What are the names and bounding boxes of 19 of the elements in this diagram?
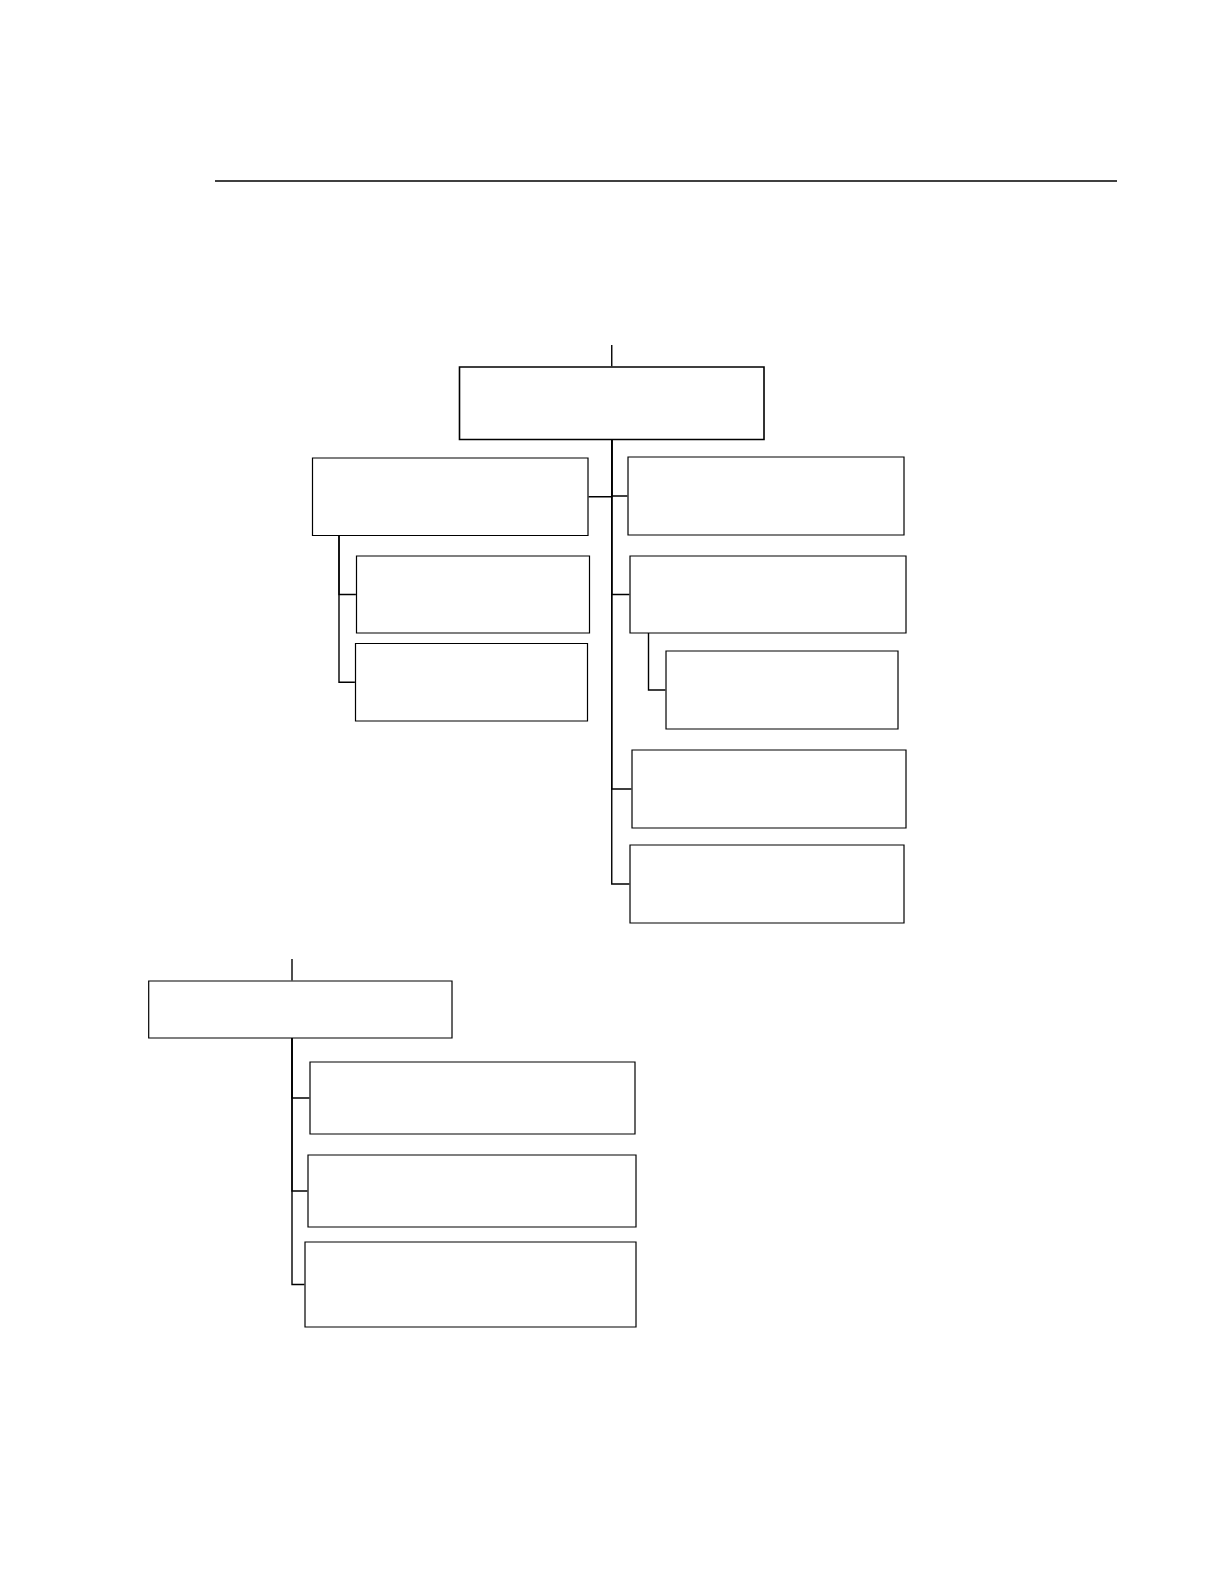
connector-line (338, 534, 356, 683)
connector-line (611, 344, 613, 367)
box (629, 844, 905, 924)
box (458, 366, 765, 441)
box (148, 980, 453, 1039)
box (665, 650, 899, 730)
box (311, 457, 589, 537)
connector-line (291, 1037, 306, 1286)
box (355, 555, 591, 634)
box (354, 642, 589, 722)
box (627, 456, 905, 536)
connector-line (647, 632, 667, 691)
box (631, 749, 907, 829)
connector-line (611, 438, 631, 885)
box (309, 1061, 636, 1135)
box (629, 555, 907, 634)
box (307, 1154, 637, 1228)
connector-line (291, 958, 293, 982)
box (304, 1241, 637, 1328)
